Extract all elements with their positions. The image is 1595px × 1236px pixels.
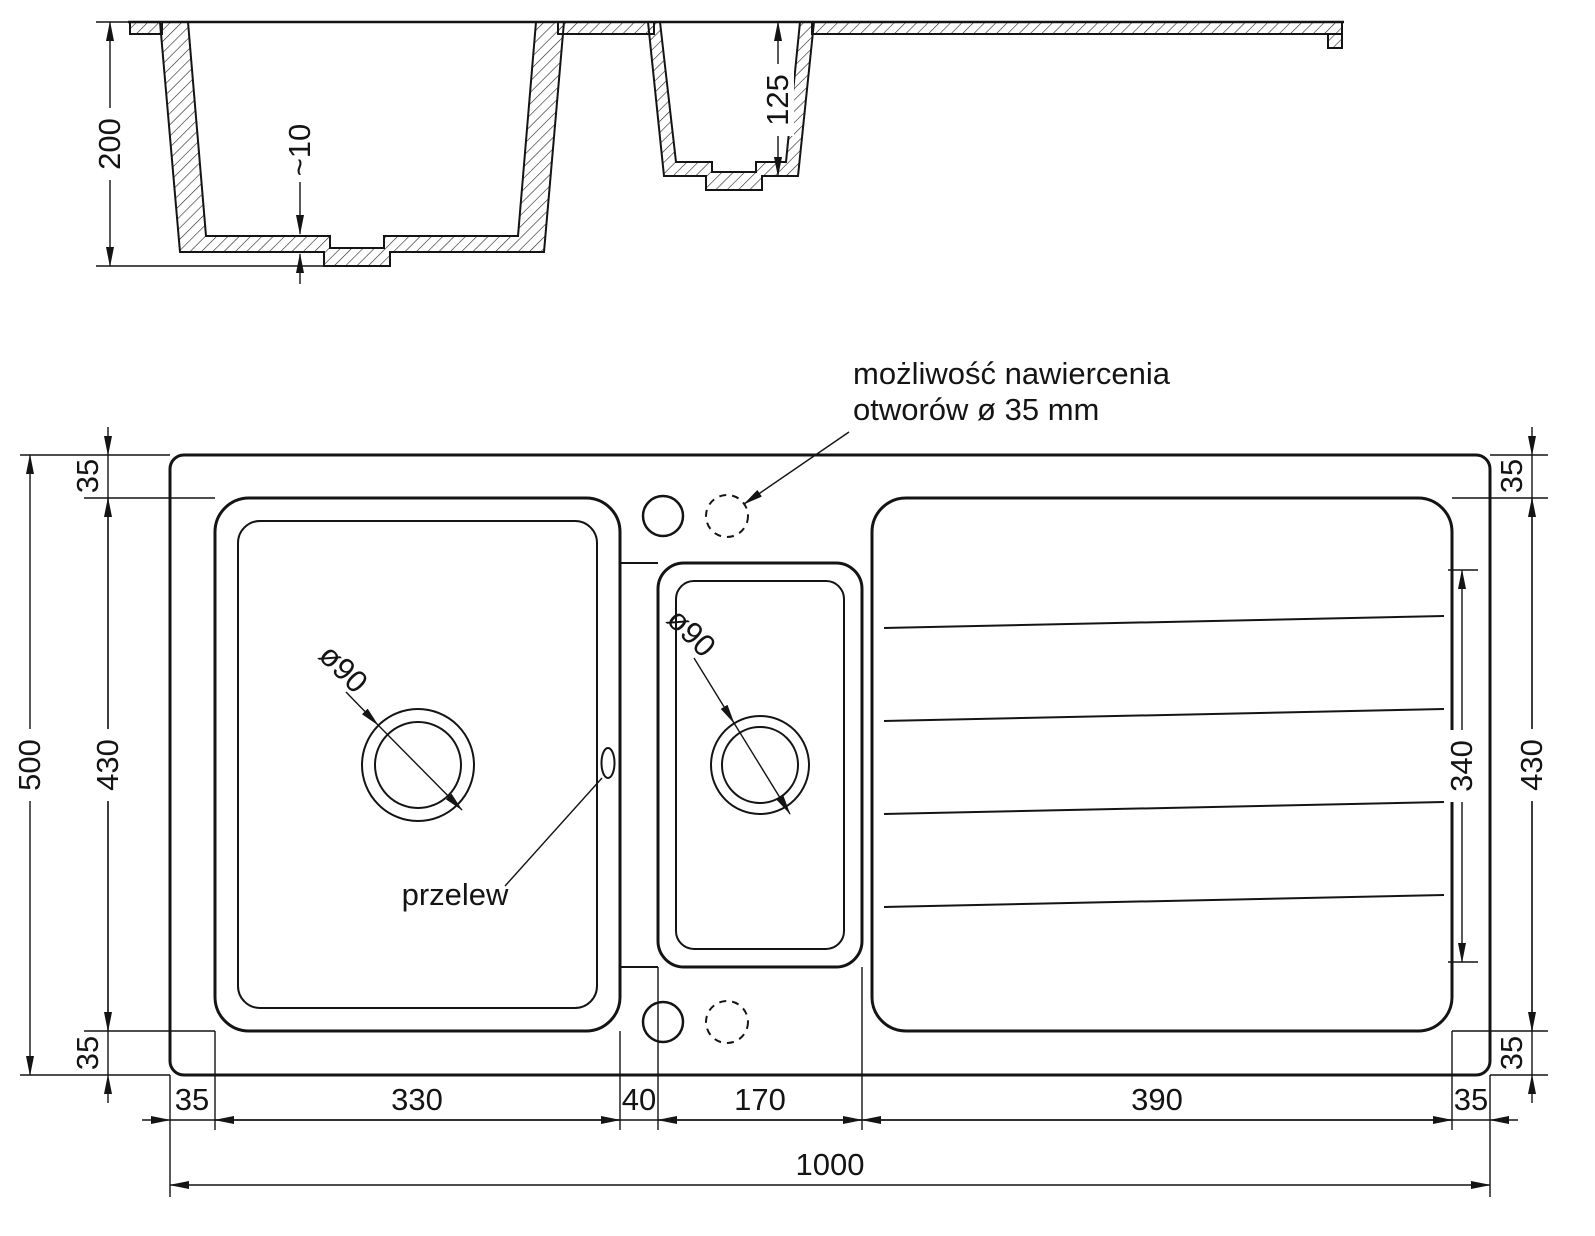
drill-note-line1: możliwość nawiercenia <box>853 356 1171 391</box>
groove-line <box>883 894 1445 908</box>
dim-label-200: 200 <box>92 108 127 180</box>
section-right-end-lip <box>1327 33 1343 49</box>
dim-floor-thickness: ~10 <box>282 124 317 284</box>
svg-text:~10: ~10 <box>282 124 317 177</box>
dim-label-bottom-margin-left: 35 <box>70 1036 105 1070</box>
dim-label-small-basin-width: 170 <box>734 1082 786 1117</box>
dim-drainboard-inner-height: 340 <box>1444 569 1479 963</box>
overflow-callout: przelew <box>402 777 603 912</box>
drill-note-line2: otworów ø 35 mm <box>853 392 1099 427</box>
dim-label-bottom-margin-right: 35 <box>1494 1036 1529 1070</box>
svg-text:125: 125 <box>760 74 795 126</box>
svg-text:500: 500 <box>12 739 47 791</box>
small-basin-inner <box>675 580 845 950</box>
dim-label-main-basin-width: 330 <box>391 1082 443 1117</box>
section-small-basin-wall <box>646 21 816 191</box>
drill-note: możliwość nawiercenia otworów ø 35 mm <box>743 356 1171 505</box>
groove-line <box>883 615 1445 629</box>
dim-label-1000: 1000 <box>796 1147 865 1182</box>
dim-label-top-margin-right: 35 <box>1494 459 1529 493</box>
dim-label-430-right: 430 <box>1514 729 1549 801</box>
dim-label-top-margin-left: 35 <box>70 459 105 493</box>
drainboard-outline <box>870 496 1454 1033</box>
small-drain-outer-circle <box>710 715 810 815</box>
main-drain-callout: ø90 <box>312 637 463 811</box>
plan-view: przelew możliwość nawiercenia otworów ø … <box>12 356 1549 1197</box>
dim-label-10: ~10 <box>282 124 317 177</box>
dim-label-500: 500 <box>12 729 47 801</box>
section-rim-middle <box>557 21 655 35</box>
dim-total-depth: 200 <box>92 21 324 267</box>
faucet-hole-top <box>641 494 685 538</box>
dim-label-right-margin: 35 <box>1454 1082 1488 1117</box>
dim-label-drainboard-width: 390 <box>1131 1082 1183 1117</box>
svg-text:430: 430 <box>1514 739 1549 791</box>
dim-label-430-left: 430 <box>90 729 125 801</box>
dim-small-basin-depth: 125 <box>760 21 795 177</box>
main-drain-inner-circle <box>374 721 462 809</box>
main-drain-diameter-label: ø90 <box>312 637 375 700</box>
dim-label-125: 125 <box>760 64 795 136</box>
section-rim-left <box>129 21 163 35</box>
overflow-label: przelew <box>402 877 509 912</box>
section-drainboard-rim <box>811 21 1343 35</box>
dim-label-340: 340 <box>1444 730 1479 802</box>
dim-overall-width: 1000 <box>169 1147 1491 1189</box>
small-drain-diameter-label: ø90 <box>660 601 723 664</box>
main-basin-inner <box>237 520 598 1009</box>
optional-hole-bottom-dashed <box>705 1000 749 1044</box>
main-basin-outer <box>213 496 622 1033</box>
svg-text:200: 200 <box>92 118 127 170</box>
section-view: 200 ~10 125 <box>92 20 1344 284</box>
svg-text:430: 430 <box>90 739 125 791</box>
dim-overall-height: 500 <box>12 454 47 1076</box>
extension-lines <box>20 454 1548 1197</box>
overflow-slot <box>600 747 616 779</box>
dim-label-left-margin: 35 <box>175 1082 209 1117</box>
optional-hole-top-dashed <box>705 494 749 538</box>
dim-chain-right: 35 430 35 <box>1494 427 1549 1103</box>
svg-text:340: 340 <box>1444 740 1479 792</box>
main-drain-outer-circle <box>361 708 475 822</box>
groove-line <box>883 801 1445 815</box>
dim-chain-bottom: 35 330 40 170 390 35 <box>142 1082 1518 1124</box>
sink-outline <box>168 453 1492 1077</box>
small-basin-outer <box>656 561 864 969</box>
dim-label-gap-width: 40 <box>622 1082 656 1117</box>
groove-line <box>883 708 1445 722</box>
drainboard-grooves <box>883 615 1445 908</box>
section-main-basin-wall <box>158 21 566 267</box>
small-drain-inner-circle <box>721 726 799 804</box>
dim-chain-left: 35 430 35 <box>70 427 125 1103</box>
faucet-hole-bottom <box>641 1000 685 1044</box>
